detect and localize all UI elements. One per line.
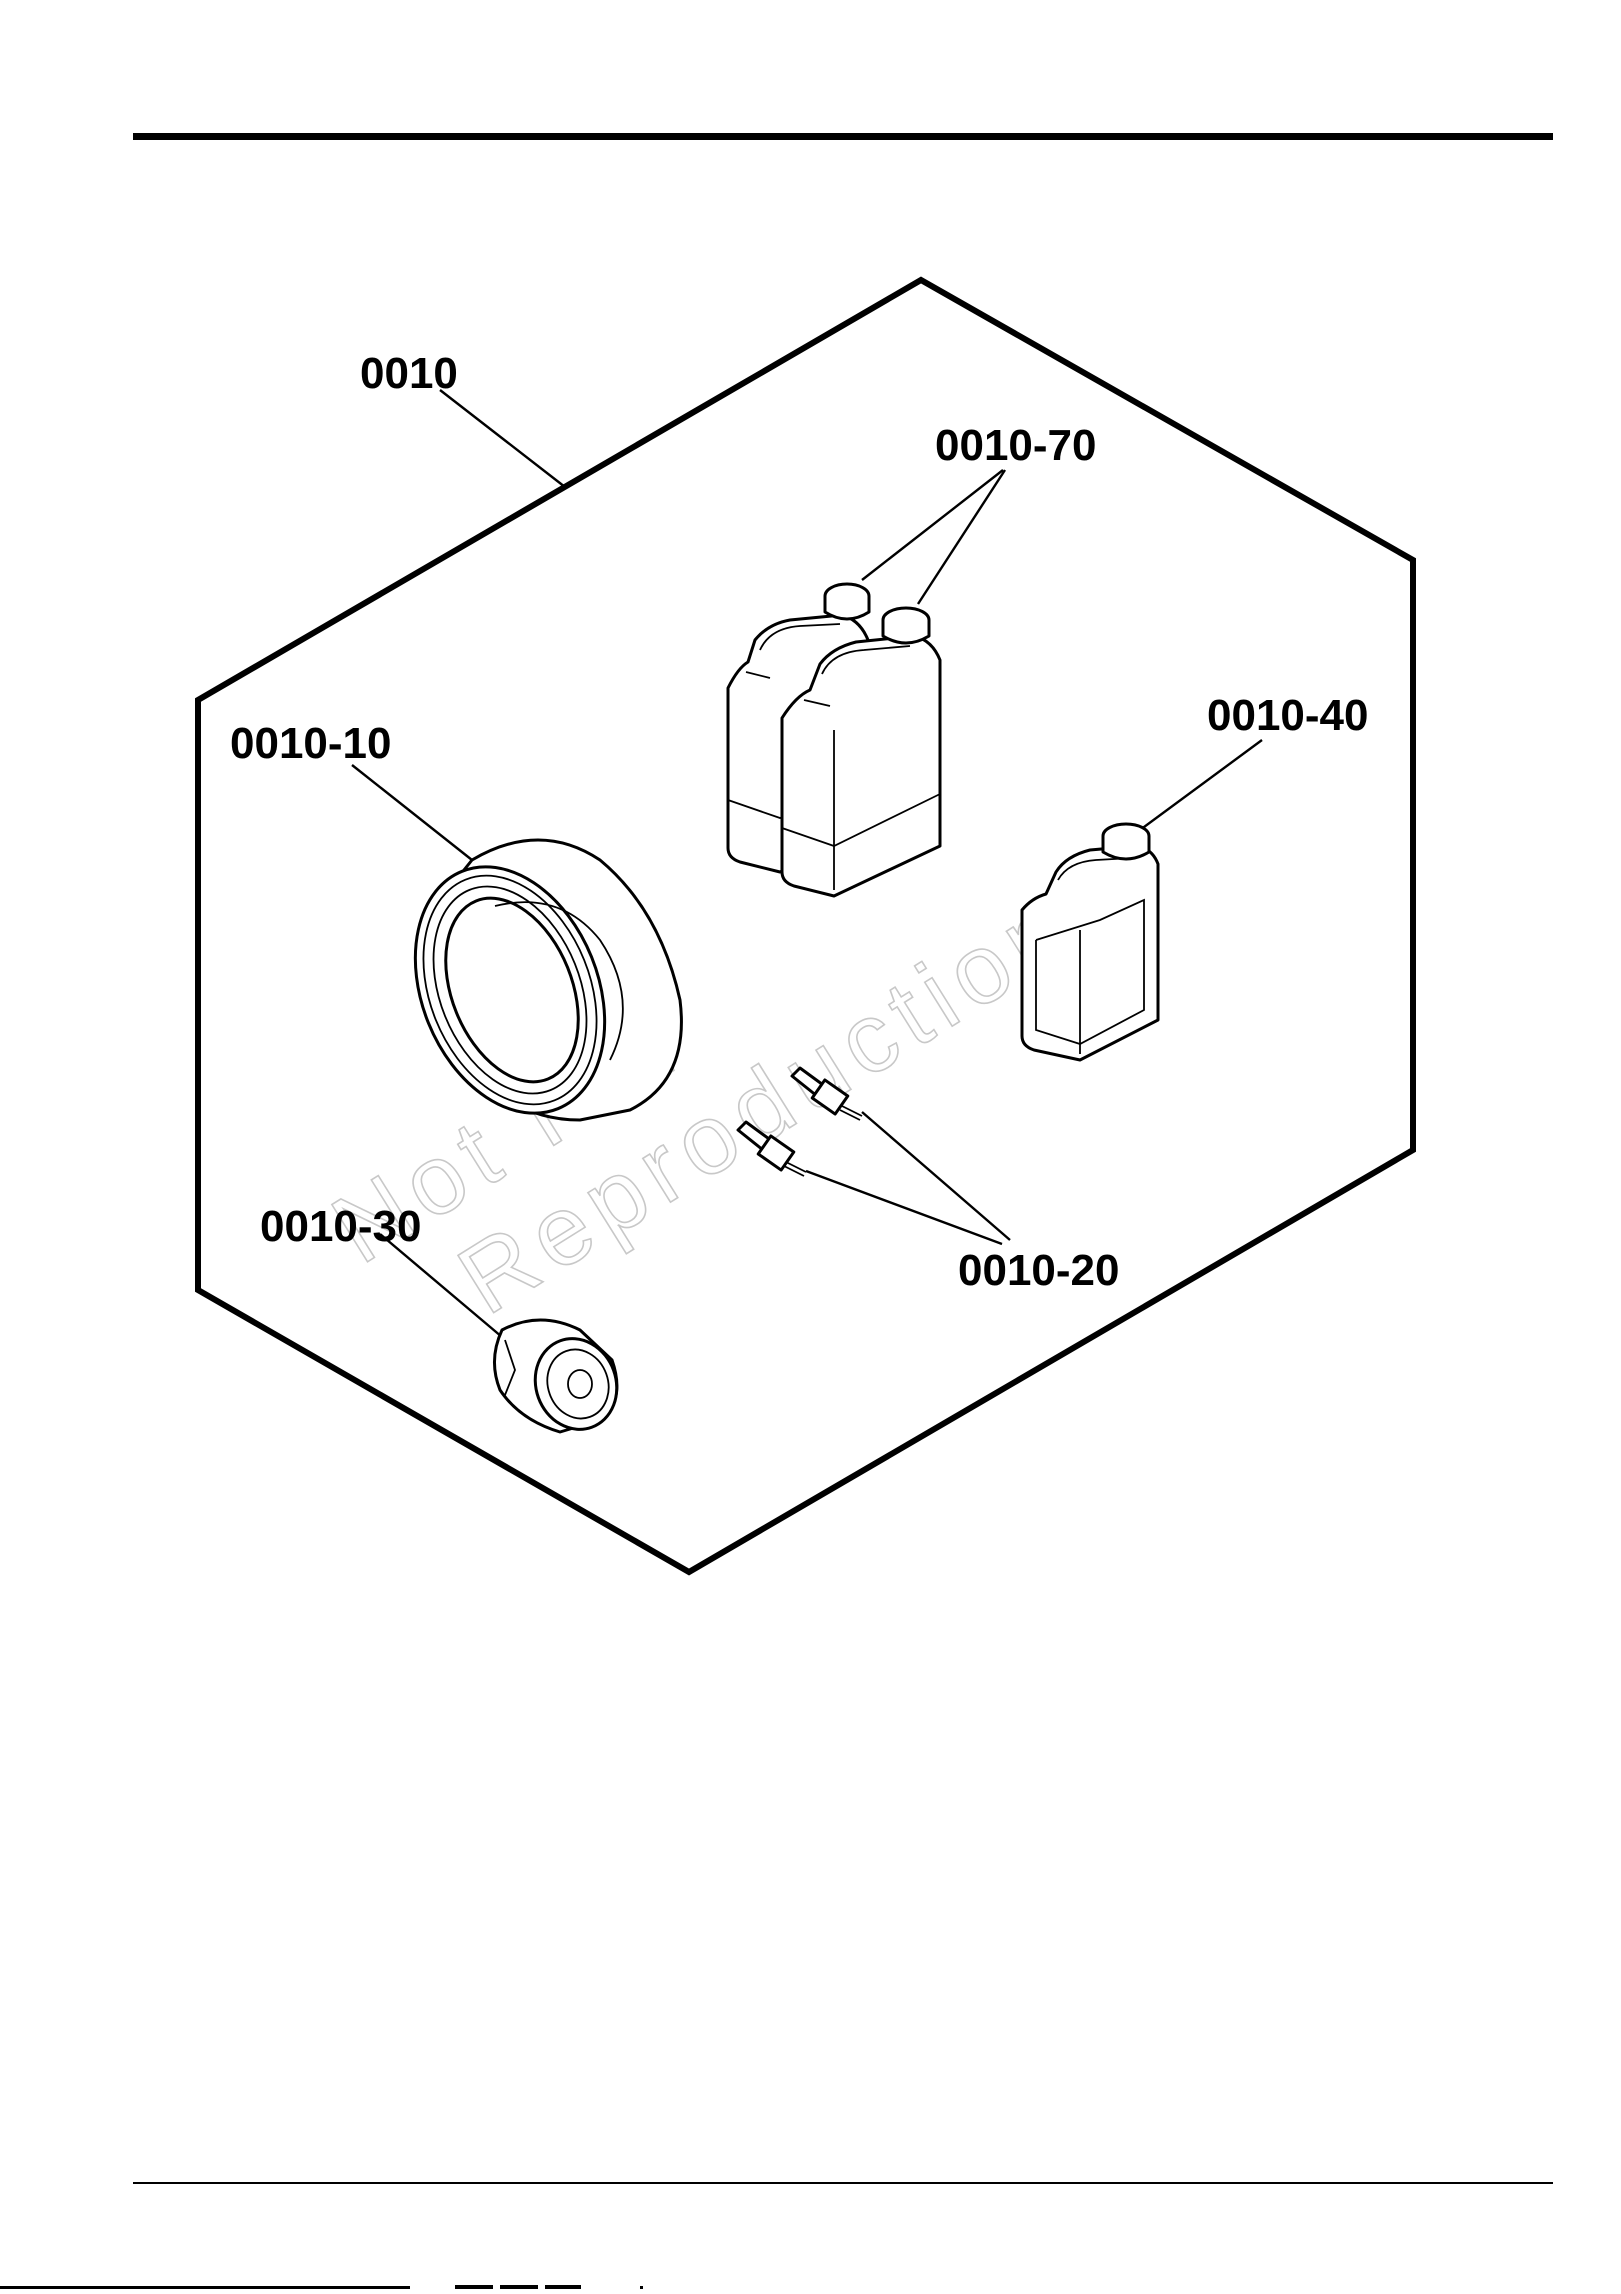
footer-scan-marks: [0, 2280, 1621, 2294]
footer-rule: [133, 2182, 1553, 2184]
air-filter-icon: [380, 838, 681, 1141]
callout-0010-30: 0010-30: [260, 1202, 421, 1251]
callout-0010: 0010: [360, 349, 458, 398]
callout-0010-70: 0010-70: [935, 421, 1096, 470]
leader-spark-plug-1: [862, 1112, 1010, 1240]
kit-hexagon-outline: [198, 280, 1413, 1572]
callout-0010-10: 0010-10: [230, 719, 391, 768]
callout-0010-20: 0010-20: [958, 1246, 1119, 1295]
oil-filter-icon: [494, 1320, 629, 1441]
leader-kit: [440, 390, 565, 487]
leader-oil-container-2: [918, 470, 1005, 604]
callout-0010-40: 0010-40: [1207, 691, 1368, 740]
leader-small-container: [1140, 740, 1262, 830]
small-oil-container-icon: [1022, 824, 1158, 1060]
leader-air-filter: [352, 765, 472, 860]
leader-oil-container-1: [862, 470, 1003, 580]
